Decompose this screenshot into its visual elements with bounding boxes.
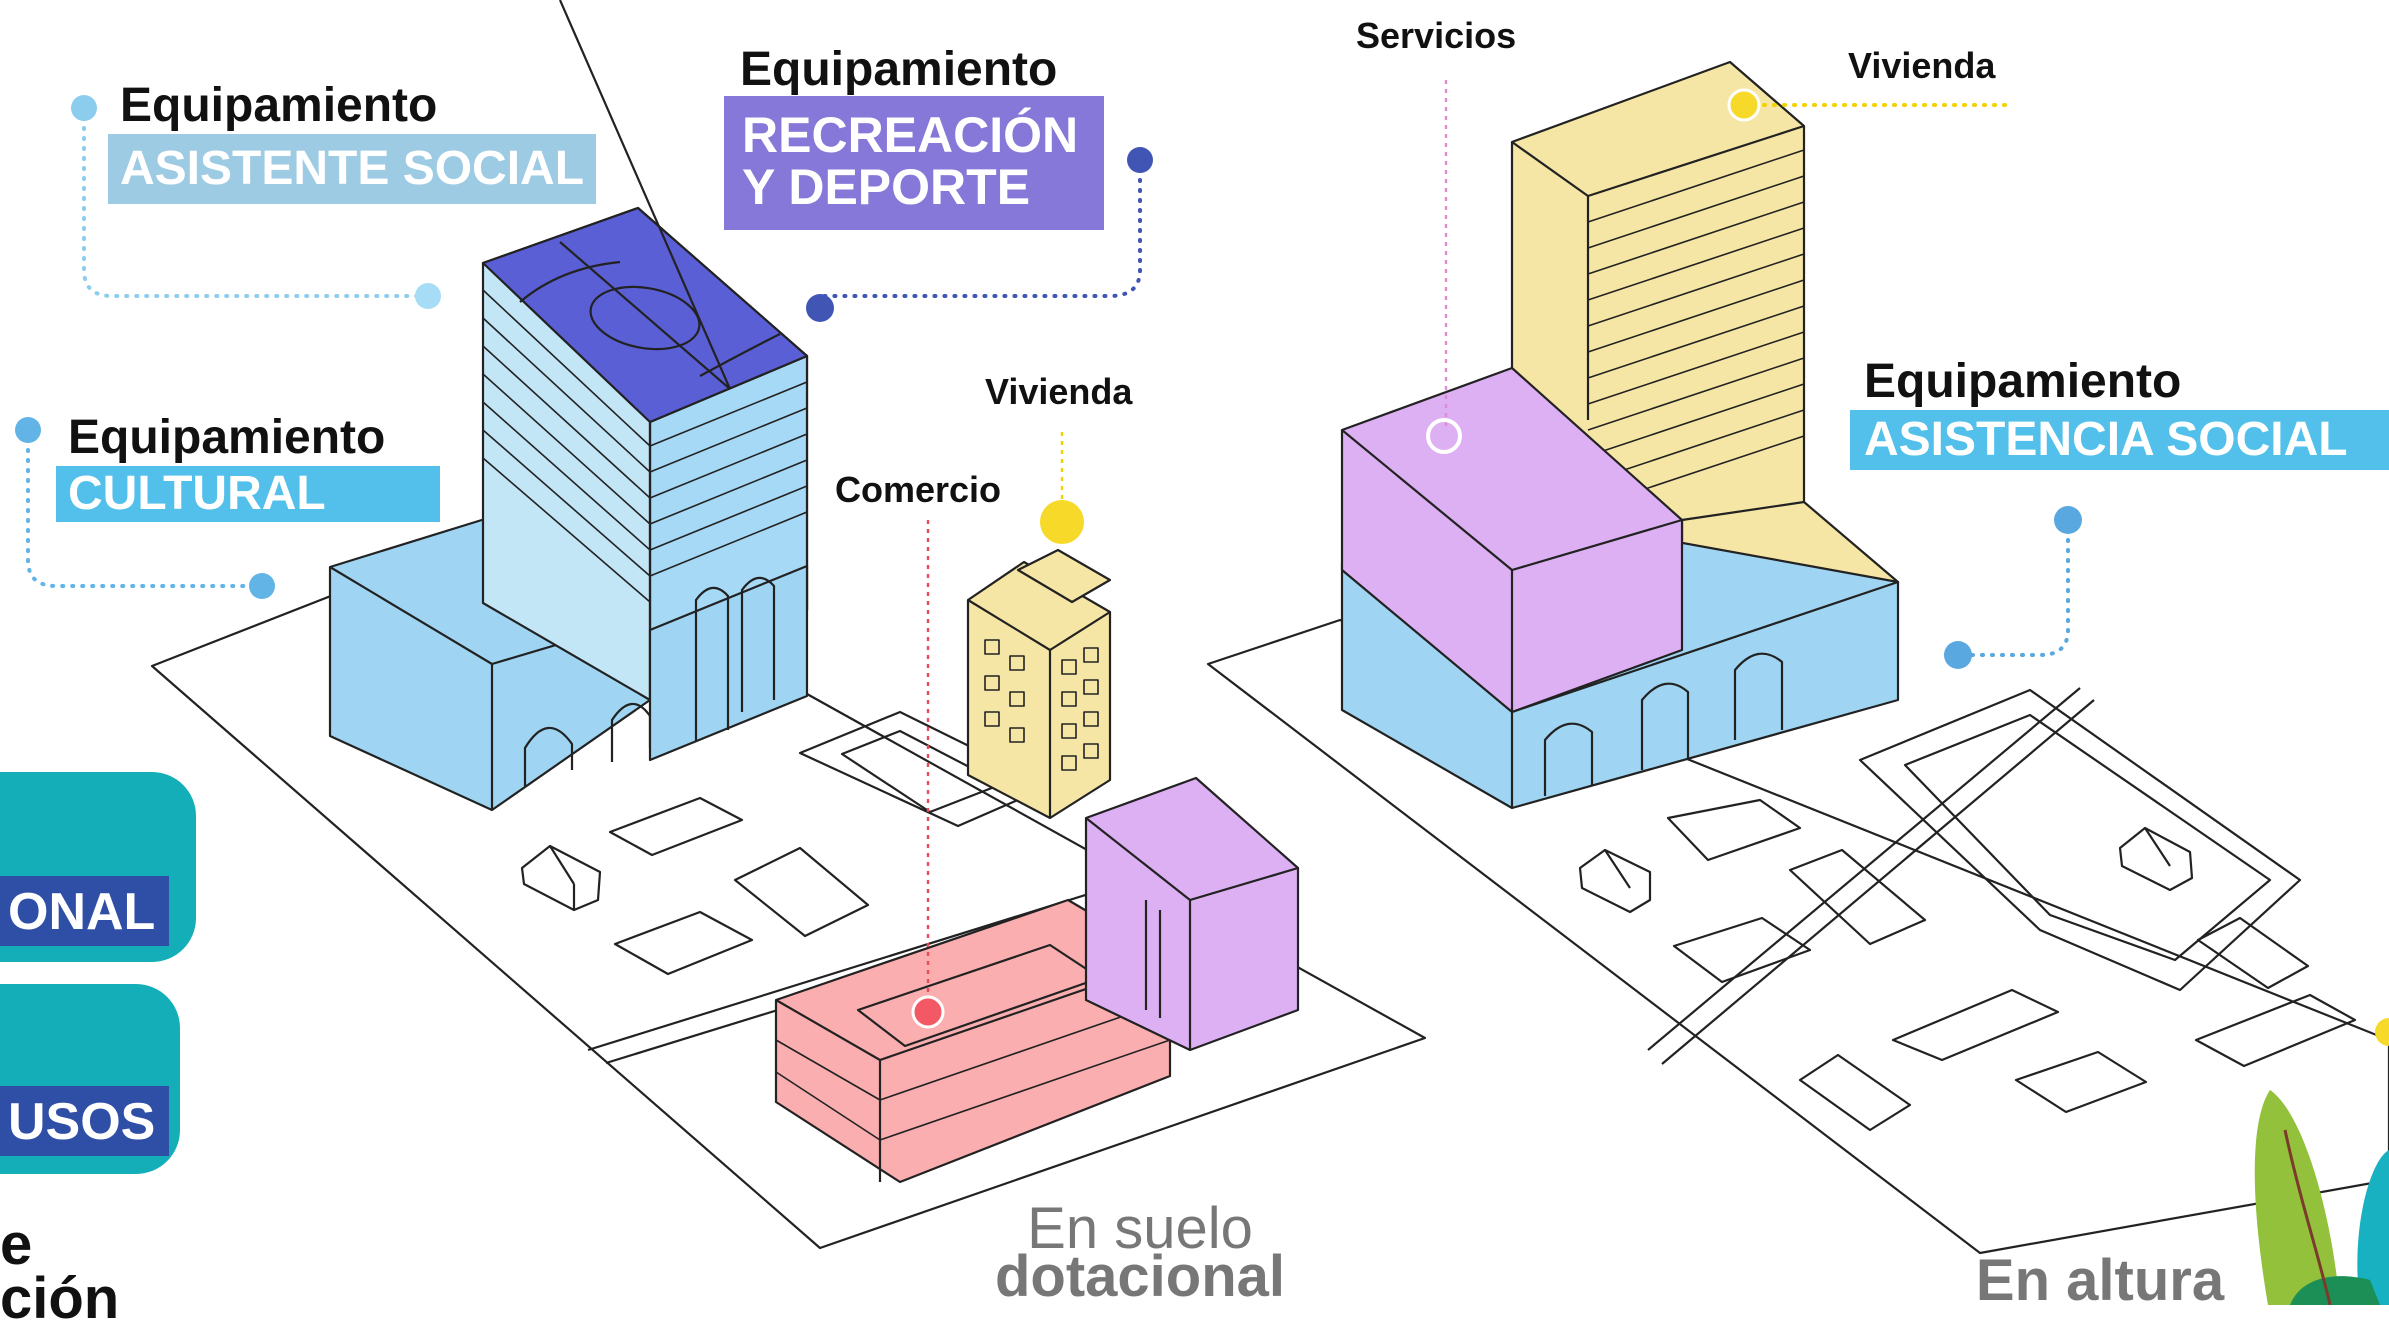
- eq-asistencia-tag: ASISTENCIA SOCIAL: [1850, 410, 2389, 470]
- side-pill-2[interactable]: USOS: [0, 984, 180, 1174]
- side-pill-2-tag: USOS: [0, 1086, 170, 1156]
- vivienda-building-left: [966, 548, 1112, 820]
- tower-building: [481, 0, 809, 762]
- servicios-label: Servicios: [1356, 15, 1517, 56]
- eq-cultural-title: Equipamiento: [68, 411, 386, 464]
- caption-left-line1: En suelo: [1027, 1196, 1253, 1261]
- side-pill-1-tag: ONAL: [0, 876, 170, 946]
- plant-decoration: [2254, 1090, 2389, 1305]
- caption-right: En altura: [1975, 1248, 2225, 1313]
- side-text-line1: e: [0, 1212, 33, 1277]
- eq-asistencia-title: Equipamiento: [1864, 355, 2182, 408]
- eq-asistente-tag: ASISTENTE SOCIAL: [108, 134, 597, 204]
- eq-recreacion-tag-line1: RECREACIÓN: [742, 107, 1079, 163]
- eq-recreacion-tag: RECREACIÓN Y DEPORTE: [724, 96, 1104, 230]
- eq-asistente-title: Equipamiento: [120, 79, 438, 132]
- eq-recreacion-tag-line2: Y DEPORTE: [742, 159, 1031, 215]
- side-pill-1[interactable]: ONAL: [0, 772, 196, 962]
- vivienda-right-label: Vivienda: [1848, 45, 1996, 86]
- vivienda-left-label: Vivienda: [985, 371, 1133, 412]
- comercio-label: Comercio: [835, 469, 1002, 510]
- eq-recreacion-title: Equipamiento: [740, 43, 1058, 96]
- connectors: [26, 103, 2070, 657]
- marker-dots: [15, 88, 2389, 1046]
- side-text-line2: ción: [0, 1266, 120, 1331]
- mixed-use-tower: [1340, 60, 1900, 810]
- caption-left-line2: dotacional: [994, 1244, 1286, 1309]
- eq-cultural-tag: CULTURAL: [56, 466, 440, 522]
- services-building-left: [1084, 776, 1300, 1052]
